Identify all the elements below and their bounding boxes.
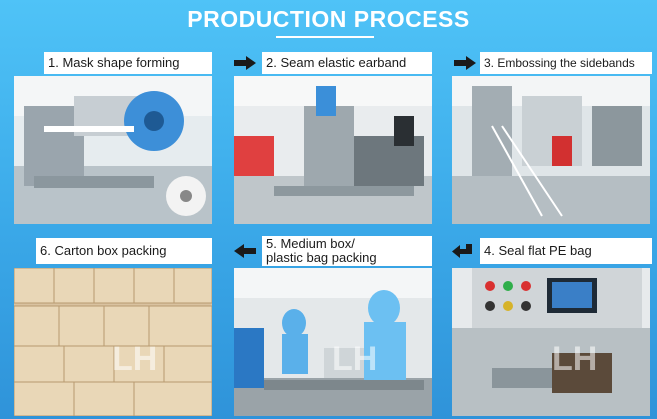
step-1-photo xyxy=(14,76,212,224)
step-2-photo xyxy=(234,76,432,224)
step-1-label-text: 1. Mask shape forming xyxy=(48,55,180,70)
step-5-label-line2: plastic bag packing xyxy=(266,250,377,265)
step-6-label-text: 6. Carton box packing xyxy=(40,243,167,258)
title-underline xyxy=(276,36,374,38)
step-6-photo xyxy=(14,268,212,416)
page-title: PRODUCTION PROCESS xyxy=(187,6,470,32)
step-4-label: 4. Seal flat PE bag xyxy=(480,238,652,264)
step-3-label-text: 3. Embossing the sidebands xyxy=(484,56,635,70)
step-1-label: 1. Mask shape forming xyxy=(44,52,212,74)
step-5-label-line1: 5. Medium box/ xyxy=(266,236,355,251)
arrow-left-icon xyxy=(452,244,472,258)
watermark-logo: LH xyxy=(332,340,378,378)
step-3-photo xyxy=(452,76,650,224)
watermark-logo: LH xyxy=(112,340,158,378)
step-3-label: 3. Embossing the sidebands xyxy=(480,52,652,74)
step-5-photo xyxy=(234,268,432,416)
step-2-label: 2. Seam elastic earband xyxy=(262,52,432,74)
arrow-right-icon xyxy=(234,56,256,70)
arrow-left-icon xyxy=(234,244,256,258)
step-2-label-text: 2. Seam elastic earband xyxy=(266,55,407,70)
step-4-photo xyxy=(452,268,650,416)
arrow-right-icon xyxy=(454,56,476,70)
watermark-logo: LH xyxy=(552,340,598,378)
step-5-label: 5. Medium box/ plastic bag packing xyxy=(262,236,432,266)
step-6-label: 6. Carton box packing xyxy=(36,238,212,264)
step-4-label-text: 4. Seal flat PE bag xyxy=(484,243,592,258)
